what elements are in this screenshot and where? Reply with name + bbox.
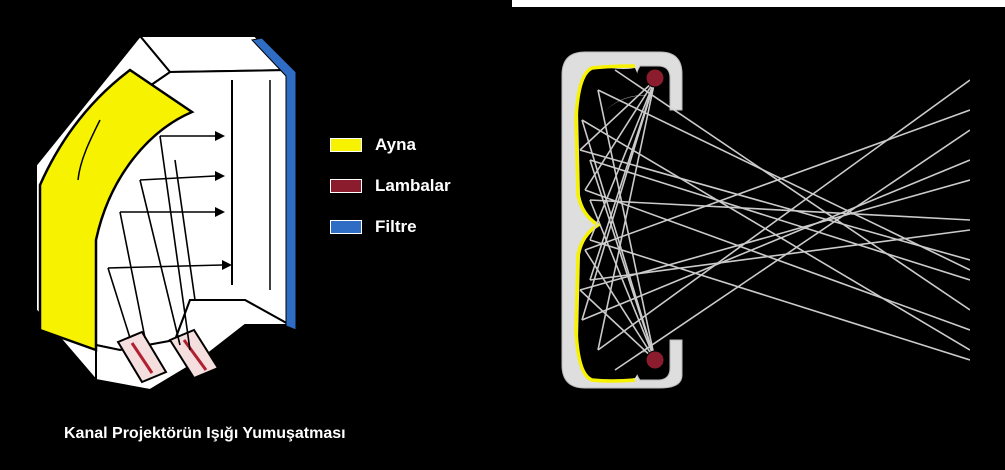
legend-item-lamps: Lambalar	[330, 171, 451, 201]
reflector-ray-diagram	[561, 51, 970, 389]
yellow-swatch-icon	[330, 138, 362, 152]
light-rays	[579, 69, 970, 371]
caption: Kanal Projektörün Işığı Yumuşatması	[64, 425, 346, 442]
light-rays	[107, 135, 223, 351]
lamp-top	[645, 68, 665, 88]
projector-housing-diagram	[35, 34, 297, 392]
filter-panel	[251, 37, 297, 331]
reflector-mirror	[574, 64, 636, 383]
legend-label-lamps: Lambalar	[375, 176, 451, 195]
legend-item-mirror: Ayna	[330, 130, 451, 160]
blue-swatch-icon	[330, 220, 362, 234]
mirror-panel	[38, 68, 195, 352]
red-swatch-icon	[330, 179, 362, 193]
lamp-bottom	[645, 350, 665, 370]
legend-label-filter: Filtre	[375, 217, 417, 236]
legend-label-mirror: Ayna	[375, 135, 416, 154]
legend: Ayna Lambalar Filtre	[330, 130, 451, 253]
top-white-strip	[512, 0, 1005, 7]
lamp-slot-right	[168, 328, 220, 380]
lamp-slot-left	[116, 330, 168, 384]
arrowheads	[215, 131, 232, 270]
legend-item-filter: Filtre	[330, 212, 451, 242]
